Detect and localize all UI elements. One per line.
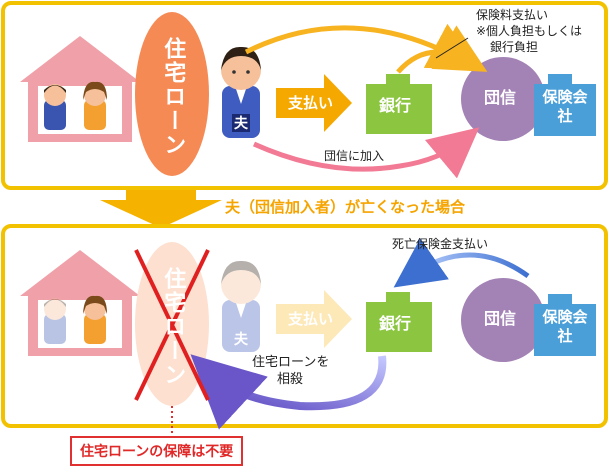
payment-label: 支払い — [288, 94, 334, 112]
offset-label-line1: 住宅ローンを — [252, 355, 330, 370]
dantai-circle — [461, 57, 545, 141]
premium-leader-line — [435, 37, 469, 59]
payment-arrow — [276, 74, 352, 132]
conclusion-box: 住宅ローンの保障は不要 — [70, 436, 244, 466]
cross-mark-icon — [134, 249, 210, 401]
death-payment-curve — [393, 238, 530, 288]
premium-label: 保険料支払い — [476, 8, 549, 22]
dantai-circle-bottom — [461, 278, 545, 362]
housing-loan-label: 住宅ローン — [160, 37, 186, 157]
dantai-label-bottom: 団信 — [484, 309, 517, 328]
husband-icon — [221, 46, 261, 138]
housing-loan-label-bottom: 住宅ローン — [160, 267, 186, 387]
premium-curve-bank — [396, 25, 488, 74]
death-payment-label: 死亡保険金支払い — [392, 237, 489, 251]
husband-label-bottom: 夫 — [234, 332, 248, 348]
husband-in-house-faded-icon — [44, 298, 66, 344]
down-arrow — [100, 190, 222, 228]
insurer-label: 保険会社 — [542, 88, 588, 125]
bank-icon-bottom — [366, 292, 432, 352]
offset-curve — [190, 354, 387, 430]
join-curve — [252, 127, 480, 179]
scenario-caption: 夫（団信加入者）が亡くなった場合 — [225, 198, 466, 216]
house-icon-bottom — [20, 250, 140, 356]
insurer-icon — [534, 74, 596, 136]
bank-label: 銀行 — [379, 96, 412, 115]
husband-label: 夫 — [234, 116, 248, 132]
bank-icon — [366, 74, 432, 134]
husband-in-house-icon — [44, 84, 66, 130]
insurer-label-bottom: 保険会社 — [542, 308, 588, 345]
housing-loan-oval — [135, 12, 209, 176]
dantai-label: 団信 — [484, 88, 517, 107]
premium-note-line2: 銀行負担 — [490, 40, 539, 54]
bank-label-bottom: 銀行 — [379, 314, 412, 333]
insurer-icon-bottom — [534, 294, 596, 356]
premium-note-line1: ※個人負担もしくは — [476, 24, 583, 38]
offset-label-line2: 相殺 — [277, 372, 304, 387]
wife-in-house-bottom-icon — [83, 295, 107, 344]
join-label: 団信に加入 — [324, 149, 385, 163]
husband-faded-icon — [221, 260, 261, 352]
wife-in-house-icon — [83, 81, 107, 130]
payment-label-bottom: 支払い — [288, 310, 334, 328]
payment-arrow-faded — [276, 290, 352, 348]
